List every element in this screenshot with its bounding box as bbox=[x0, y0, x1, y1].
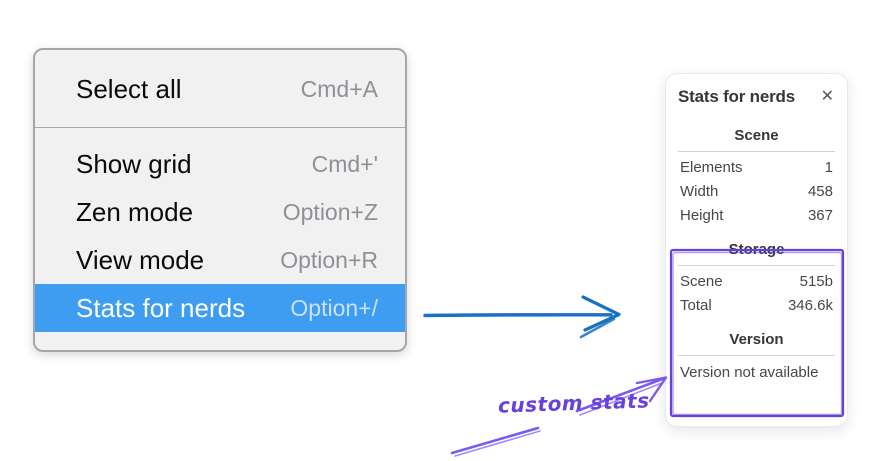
stat-label: Elements bbox=[680, 158, 743, 176]
menu-item-shortcut: Option+/ bbox=[290, 294, 378, 321]
custom-stats-arrow bbox=[450, 376, 668, 457]
section-version: Version Version not available bbox=[678, 331, 835, 381]
stat-value: 346.6k bbox=[787, 296, 833, 314]
stat-label: Height bbox=[680, 206, 724, 224]
stat-value: 458 bbox=[807, 182, 833, 200]
stats-panel-header: Stats for nerds ✕ bbox=[678, 87, 835, 107]
custom-stats-label: custom stats bbox=[497, 388, 650, 418]
menu-item-shortcut: Option+Z bbox=[282, 198, 378, 225]
menu-item-shortcut: Option+R bbox=[280, 246, 378, 273]
menu-group-top: Select all Cmd+A bbox=[35, 50, 405, 127]
section-storage: Storage Scene 515b Total 346.6k bbox=[678, 241, 835, 317]
stat-row-total: Total 346.6k bbox=[678, 293, 835, 317]
stat-row-elements: Elements 1 bbox=[678, 155, 835, 179]
section-heading: Scene bbox=[734, 127, 779, 144]
section-divider bbox=[678, 355, 835, 356]
section-divider bbox=[678, 265, 835, 266]
menu-item-label: Stats for nerds bbox=[76, 292, 246, 323]
stat-value: 1 bbox=[824, 158, 833, 176]
menu-item-show-grid[interactable]: Show grid Cmd+' bbox=[35, 140, 405, 188]
menu-item-label: Zen mode bbox=[76, 196, 194, 227]
section-heading: Version bbox=[729, 331, 784, 348]
stat-label: Scene bbox=[680, 272, 723, 290]
stat-value: 515b bbox=[799, 272, 833, 290]
section-heading: Storage bbox=[728, 241, 785, 258]
stat-label: Width bbox=[680, 182, 719, 200]
stat-row-scene: Scene 515b bbox=[678, 269, 835, 293]
section-scene: Scene Elements 1 Width 458 Height 367 bbox=[678, 127, 835, 227]
stat-label: Total bbox=[680, 296, 712, 314]
context-menu: Select all Cmd+A Show grid Cmd+' Zen mod… bbox=[33, 48, 407, 352]
menu-item-shortcut: Cmd+A bbox=[300, 75, 378, 102]
stat-row-height: Height 367 bbox=[678, 203, 835, 227]
stats-panel: Stats for nerds ✕ Scene Elements 1 Width… bbox=[665, 73, 848, 427]
menu-item-shortcut: Cmd+' bbox=[311, 150, 378, 177]
menu-group-bottom: Show grid Cmd+' Zen mode Option+Z View m… bbox=[35, 128, 405, 344]
menu-item-view-mode[interactable]: View mode Option+R bbox=[35, 236, 405, 284]
menu-to-panel-arrow bbox=[423, 295, 621, 339]
menu-divider bbox=[35, 127, 405, 128]
menu-item-select-all[interactable]: Select all Cmd+A bbox=[35, 65, 405, 113]
version-note: Version not available bbox=[680, 364, 819, 381]
stat-row-width: Width 458 bbox=[678, 179, 835, 203]
stat-value: 367 bbox=[807, 206, 833, 224]
panel-title: Stats for nerds bbox=[678, 87, 795, 106]
menu-item-label: Show grid bbox=[76, 148, 192, 179]
section-divider bbox=[678, 151, 835, 152]
menu-item-label: Select all bbox=[76, 73, 182, 104]
menu-item-stats-for-nerds[interactable]: Stats for nerds Option+/ bbox=[35, 284, 405, 332]
close-icon[interactable]: ✕ bbox=[820, 88, 834, 105]
menu-item-label: View mode bbox=[76, 244, 205, 275]
menu-item-zen-mode[interactable]: Zen mode Option+Z bbox=[35, 188, 405, 236]
